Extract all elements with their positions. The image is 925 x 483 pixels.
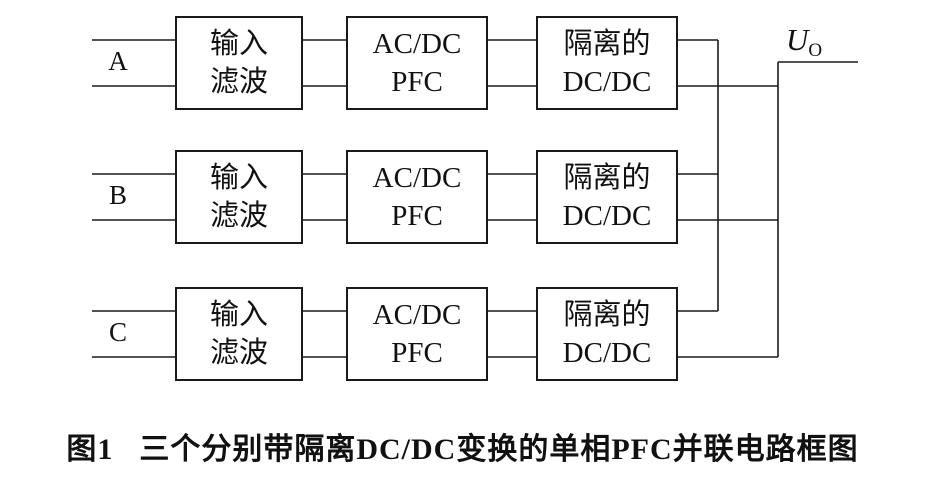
phase-c-label: C — [108, 317, 127, 347]
box-text-line: DC/DC — [562, 66, 652, 98]
box-text-line: 隔离的 — [563, 27, 651, 60]
output-voltage-subscript: O — [808, 40, 823, 61]
figure-caption-text: 三个分别带隔离DC/DC变换的单相PFC并联电路框图 — [139, 433, 859, 466]
isolated-dcdc-box-a: 隔离的 DC/DC — [536, 16, 678, 110]
phase-a-wires — [92, 39, 778, 87]
box-text-line: 输入 — [209, 27, 268, 60]
box-text-line: 隔离的 — [563, 298, 651, 331]
acdc-pfc-box-c: AC/DC PFC — [346, 287, 488, 381]
acdc-pfc-box-b: AC/DC PFC — [346, 150, 488, 244]
box-text-line: AC/DC — [372, 298, 462, 331]
phase-c-wires — [92, 310, 778, 358]
box-text-line: 滤波 — [209, 337, 268, 369]
box-text-line: AC/DC — [372, 27, 462, 60]
input-filter-box-a: 输入 滤波 — [175, 16, 303, 110]
input-filter-box-c: 输入 滤波 — [175, 287, 303, 381]
box-text-line: 输入 — [209, 161, 268, 194]
box-text-line: AC/DC — [372, 161, 462, 194]
phase-b-label: B — [108, 180, 127, 210]
output-voltage-symbol: U — [786, 22, 809, 57]
box-text-line: DC/DC — [562, 200, 652, 232]
box-text-line: 滤波 — [209, 200, 268, 232]
isolated-dcdc-box-b: 隔离的 DC/DC — [536, 150, 678, 244]
phase-a-label: A — [108, 46, 128, 76]
output-bus-wires — [717, 40, 858, 357]
figure-caption-number: 图1 — [66, 433, 114, 466]
box-text-line: DC/DC — [562, 337, 652, 369]
box-text-line: 输入 — [209, 298, 268, 331]
box-text-line: PFC — [391, 337, 443, 369]
box-text-line: PFC — [391, 66, 443, 98]
figure-caption: 图1 三个分别带隔离DC/DC变换的单相PFC并联电路框图 — [0, 424, 925, 468]
input-filter-box-b: 输入 滤波 — [175, 150, 303, 244]
isolated-dcdc-box-c: 隔离的 DC/DC — [536, 287, 678, 381]
box-text-line: PFC — [391, 200, 443, 232]
phase-b-wires — [92, 173, 778, 221]
output-voltage-label: UO — [786, 22, 822, 62]
box-text-line: 滤波 — [209, 66, 268, 98]
acdc-pfc-box-a: AC/DC PFC — [346, 16, 488, 110]
box-text-line: 隔离的 — [563, 161, 651, 194]
